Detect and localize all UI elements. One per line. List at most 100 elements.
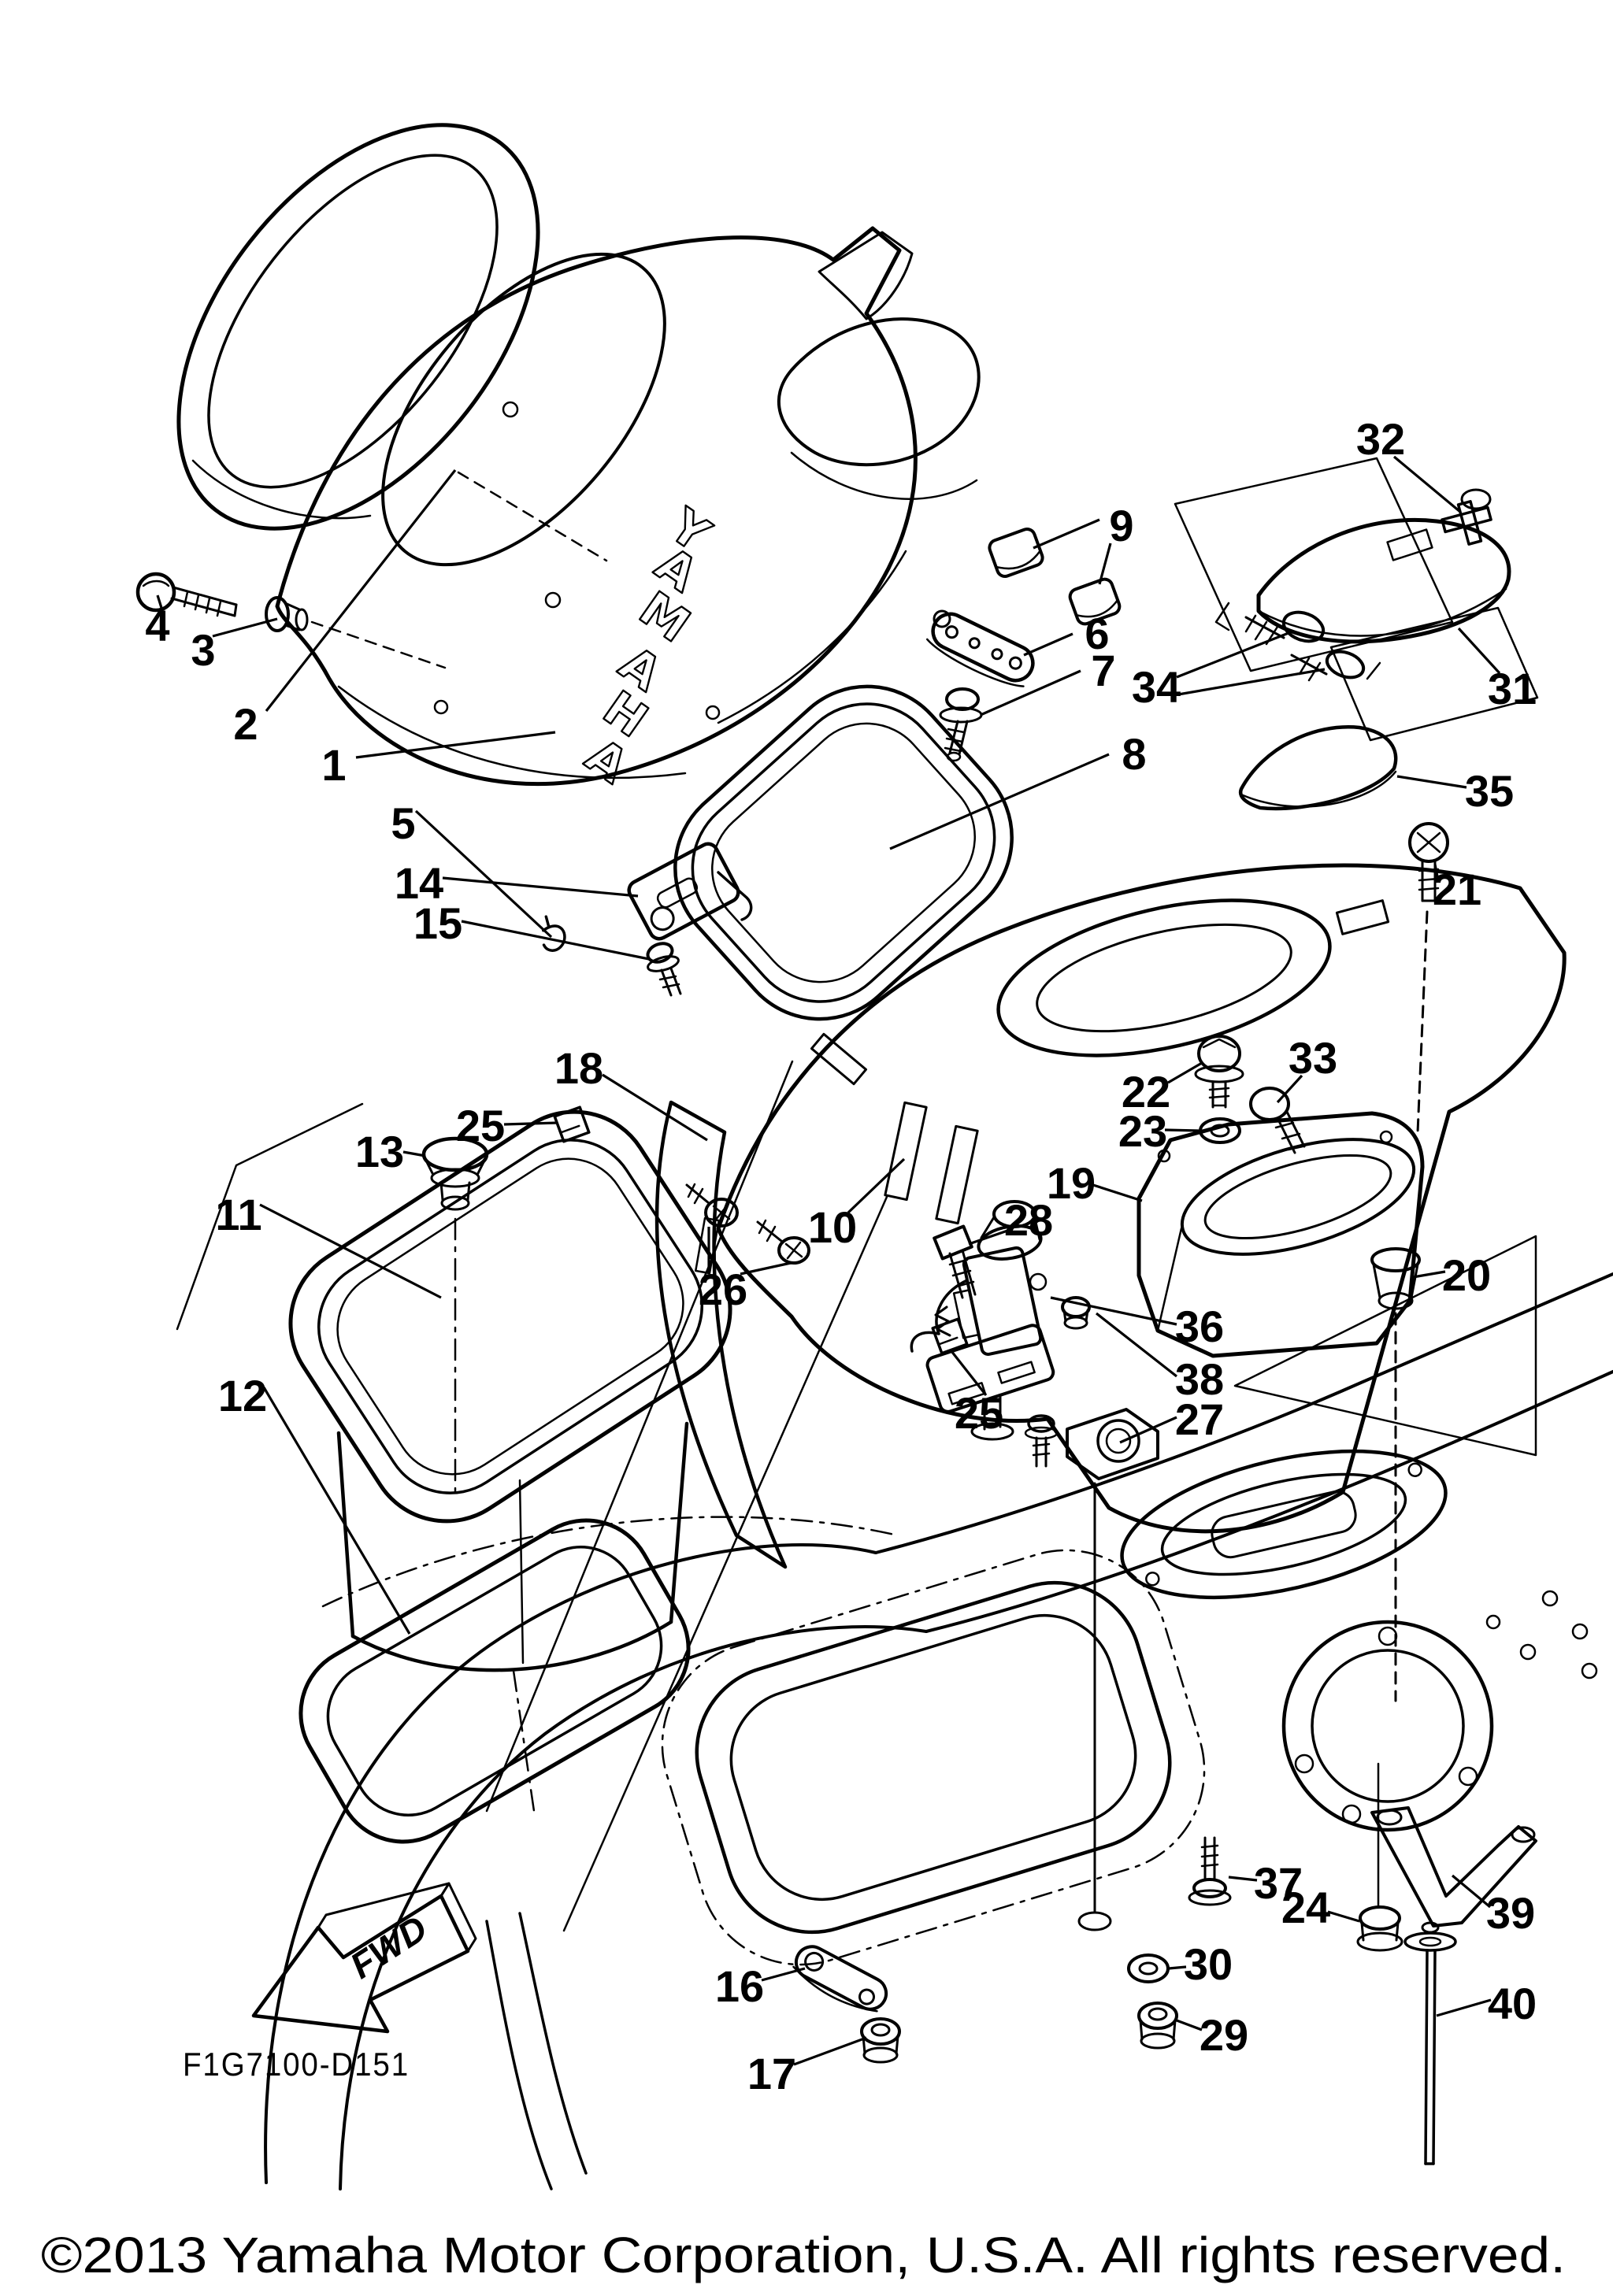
callout-leader-6 <box>1023 632 1073 657</box>
callout-30: 30 <box>1184 1939 1233 1989</box>
callout-25: 25 <box>955 1388 1003 1438</box>
callout-25: 25 <box>456 1101 505 1150</box>
callout-5: 5 <box>391 798 415 848</box>
callout-leader-37 <box>1228 1876 1258 1882</box>
callout-leader-33 <box>1276 1074 1303 1104</box>
diagram-code: F1G7100-D151 <box>183 2046 410 2083</box>
stay-rod <box>1403 1921 1457 2165</box>
callout-9: 9 <box>1109 501 1133 550</box>
callout-35: 35 <box>1465 766 1514 816</box>
console-screws <box>685 1183 810 1265</box>
molding-clip-upper <box>553 1105 591 1143</box>
callout-4: 4 <box>145 601 169 650</box>
hood-link <box>792 1945 888 2013</box>
callout-leader-21 <box>1433 864 1440 881</box>
hood-mirror-pod <box>777 317 981 467</box>
lid-screw <box>1408 822 1449 1134</box>
windshield-molding <box>654 1100 788 1569</box>
callout-leader-19 <box>1092 1183 1143 1202</box>
callout-leader-1 <box>355 731 556 759</box>
callout-16: 16 <box>715 1961 764 2011</box>
callout-18: 18 <box>554 1043 603 1093</box>
console-bolt <box>1194 1035 1244 1109</box>
rubber-caps <box>988 528 1122 626</box>
callout-13: 13 <box>355 1127 404 1176</box>
stay-nut <box>1356 1762 1403 1952</box>
callout-10: 10 <box>808 1202 857 1252</box>
hinge-plate <box>925 612 1035 687</box>
callout-12: 12 <box>218 1371 267 1420</box>
glovebox-lid <box>1256 517 1511 644</box>
link-nut <box>860 2017 901 2064</box>
callout-24: 24 <box>1281 1883 1330 1932</box>
callout-leader-14 <box>442 876 639 898</box>
callout-leader-4 <box>156 594 163 609</box>
callout-36: 36 <box>1175 1302 1224 1351</box>
callout-leader-25 <box>950 1350 988 1396</box>
bin-seal <box>298 1518 691 1844</box>
meter-assembly <box>1137 1111 1425 1358</box>
engine-opening <box>661 1549 1206 1966</box>
callout-leader-20 <box>1412 1270 1446 1279</box>
hatch-cover <box>176 123 540 531</box>
callout-7: 7 <box>1091 646 1115 695</box>
hood-clip <box>542 915 566 952</box>
callout-21: 21 <box>1433 865 1481 914</box>
callout-leader-9 <box>1033 518 1100 550</box>
callout-leader-2 <box>265 469 457 712</box>
console-washer <box>1199 1117 1241 1144</box>
callout-leader-16 <box>761 1967 806 1982</box>
callout-29: 29 <box>1200 2010 1248 2060</box>
callout-leader-17 <box>793 2036 867 2066</box>
callout-28: 28 <box>1004 1195 1053 1245</box>
callout-leader-28 <box>968 1228 1010 1246</box>
callout-39: 39 <box>1486 1888 1535 1938</box>
callout-leader-39 <box>1451 1874 1492 1909</box>
rubber-grommet <box>1370 1247 1421 1702</box>
latch-screw <box>646 942 682 997</box>
callout-38: 38 <box>1175 1354 1224 1404</box>
steering-mount-opening <box>1120 1449 1448 1600</box>
callout-14: 14 <box>395 858 443 908</box>
hull-round-opening <box>1281 1620 1494 1832</box>
meter-screw <box>1249 1087 1306 1154</box>
callout-34: 34 <box>1132 662 1181 712</box>
callout-leader-27 <box>1119 1416 1177 1444</box>
engine-hood: YAMAHA <box>275 226 981 810</box>
callout-leader-29 <box>1176 2019 1203 2031</box>
callout-leader-25 <box>503 1121 558 1126</box>
callout-leader-13 <box>402 1150 426 1157</box>
callout-leader-24 <box>1327 1910 1360 1923</box>
callout-leader-30 <box>1168 1965 1187 1970</box>
callout-33: 33 <box>1289 1033 1337 1083</box>
callout-2: 2 <box>233 699 258 749</box>
callout-27: 27 <box>1175 1394 1224 1444</box>
callout-leader-18 <box>602 1073 708 1142</box>
callout-leader-22 <box>1167 1061 1203 1084</box>
callout-leader-26 <box>740 1261 792 1276</box>
callout-leader-9 <box>1098 543 1112 585</box>
callout-leader-31 <box>1457 627 1501 675</box>
callout-leader-40 <box>1436 1998 1492 2017</box>
lid-pad <box>1238 725 1398 811</box>
console-steering-opening <box>996 898 1332 1057</box>
hood-windshield-tip <box>818 231 914 320</box>
callout-40: 40 <box>1488 1979 1537 2028</box>
copyright-text: ©2013 Yamaha Motor Corporation, U.S.A. A… <box>41 2227 1566 2283</box>
cover-washer <box>265 596 447 669</box>
callout-32: 32 <box>1356 414 1405 464</box>
cover-screw <box>135 572 238 617</box>
callout-22: 22 <box>1122 1067 1170 1117</box>
callout-leader-7 <box>980 669 1081 717</box>
callout-leader-38 <box>1096 1312 1177 1378</box>
callout-leader-8 <box>889 753 1110 850</box>
deck-console <box>716 863 1567 1534</box>
callout-leader-23 <box>1164 1128 1200 1132</box>
callout-leader-3 <box>212 617 278 638</box>
latch-assembly <box>910 1200 1055 1441</box>
callout-leader-12 <box>262 1387 411 1635</box>
callout-26: 26 <box>699 1265 747 1314</box>
callout-layer: 1234567891011121314151617181920212223242… <box>145 414 1537 2098</box>
